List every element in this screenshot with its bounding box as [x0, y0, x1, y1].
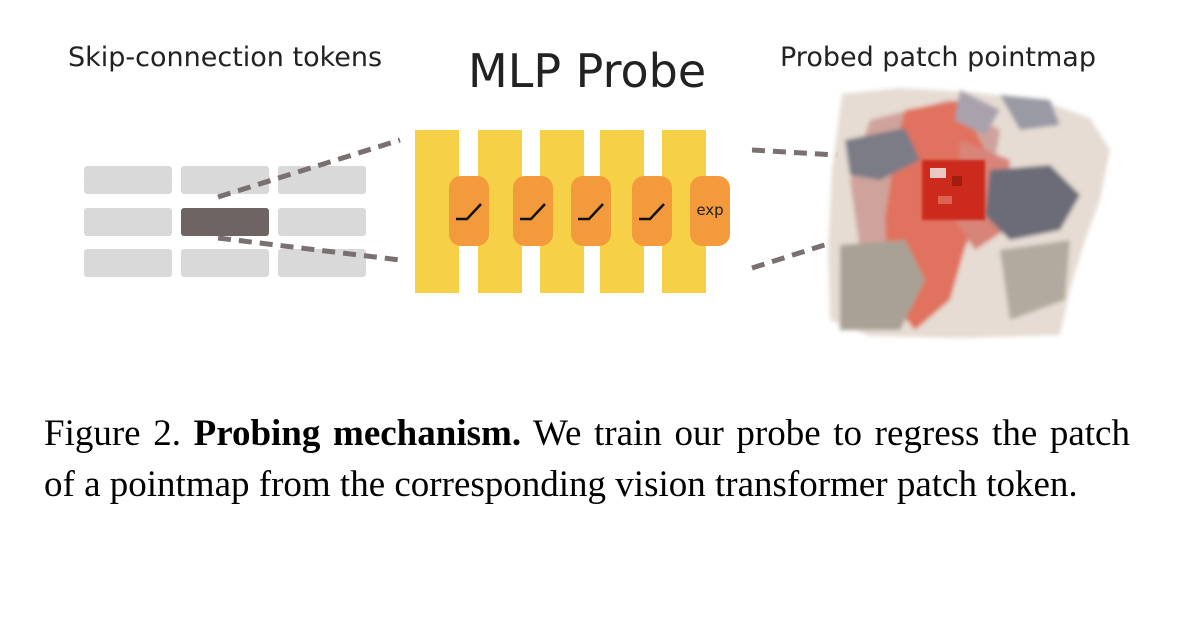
mlp-title: MLP Probe	[468, 44, 707, 98]
token	[278, 249, 366, 277]
token	[181, 249, 269, 277]
tokens-title: Skip-connection tokens	[68, 42, 383, 73]
exp-block	[690, 176, 730, 246]
relu-block	[571, 176, 611, 246]
caption-prefix: Figure 2.	[44, 413, 181, 454]
token	[181, 166, 269, 194]
token-grid	[84, 166, 366, 277]
connector-token-bottom	[217, 235, 401, 263]
relu-block	[632, 176, 672, 246]
relu-icon	[520, 203, 546, 221]
relu-block	[449, 176, 489, 246]
token	[84, 166, 172, 194]
caption-bold: Probing mechanism.	[193, 413, 522, 454]
relu-icon	[639, 203, 665, 221]
figure-caption: Figure 2. Probing mechanism. We train ou…	[44, 408, 1130, 510]
token-selected	[181, 208, 269, 236]
connector-token-top	[217, 137, 401, 200]
token	[278, 208, 366, 236]
relu-block	[513, 176, 553, 246]
caption-text: We train our probe to regress the patch …	[44, 413, 1130, 505]
pointmap-title: Probed patch pointmap	[780, 42, 1096, 73]
exp-label: exp	[696, 201, 723, 219]
token	[278, 166, 366, 194]
token	[84, 249, 172, 277]
relu-icon	[578, 203, 604, 221]
pointmap-image	[828, 88, 1110, 338]
activations: exp	[449, 176, 730, 246]
probe-diagram: exp	[84, 88, 1110, 338]
token	[84, 208, 172, 236]
relu-icon	[456, 203, 482, 221]
